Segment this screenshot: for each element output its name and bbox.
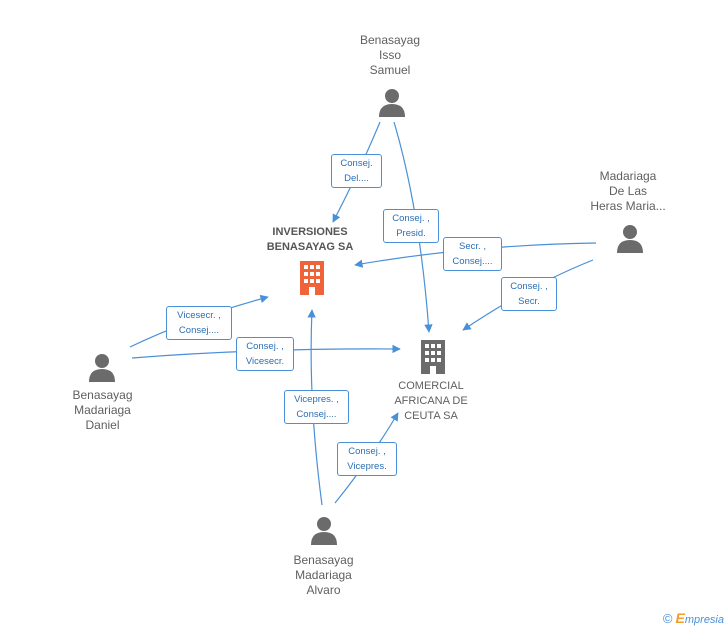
company-label-comercial[interactable]: COMERCIAL AFRICANA DE CEUTA SA [394,380,468,422]
copyright-symbol: © [662,611,673,626]
person-label-isso[interactable]: Benasayag Isso Samuel [359,33,421,77]
relation-label-isso-comercial[interactable]: Consej. , Presid. [383,209,439,243]
person-icon[interactable] [88,353,116,383]
person-label-heras[interactable]: Madariaga De Las Heras Maria... [590,169,666,213]
relation-label-alvaro-inversiones[interactable]: Vicepres. , Consej.... [284,390,349,424]
relation-label-heras-comercial[interactable]: Consej. , Secr. [501,277,557,311]
person-label-alvaro[interactable]: Benasayag Madariaga Alvaro [293,553,354,597]
person-icon[interactable] [616,224,644,254]
person-icon[interactable] [310,516,338,546]
company-label-inversiones[interactable]: INVERSIONES BENASAYAG SA [266,226,354,253]
relation-label-alvaro-comercial[interactable]: Consej. , Vicepres. [337,442,397,476]
relation-label-isso-inversiones[interactable]: Consej. Del.... [331,154,382,188]
building-icon[interactable] [417,340,449,374]
empresia-logo[interactable]: © Empresia [663,610,724,626]
building-icon[interactable] [296,261,328,295]
brand-rest: mpresia [684,614,724,626]
person-label-daniel[interactable]: Benasayag Madariaga Daniel [72,388,133,432]
brand-e: E [675,610,685,626]
relation-label-daniel-comercial[interactable]: Consej. , Vicesecr. [236,337,294,371]
person-icon[interactable] [378,88,406,118]
relation-label-daniel-inversiones[interactable]: Vicesecr. , Consej.... [166,306,232,340]
relation-label-heras-inversiones[interactable]: Secr. , Consej.... [443,237,502,271]
